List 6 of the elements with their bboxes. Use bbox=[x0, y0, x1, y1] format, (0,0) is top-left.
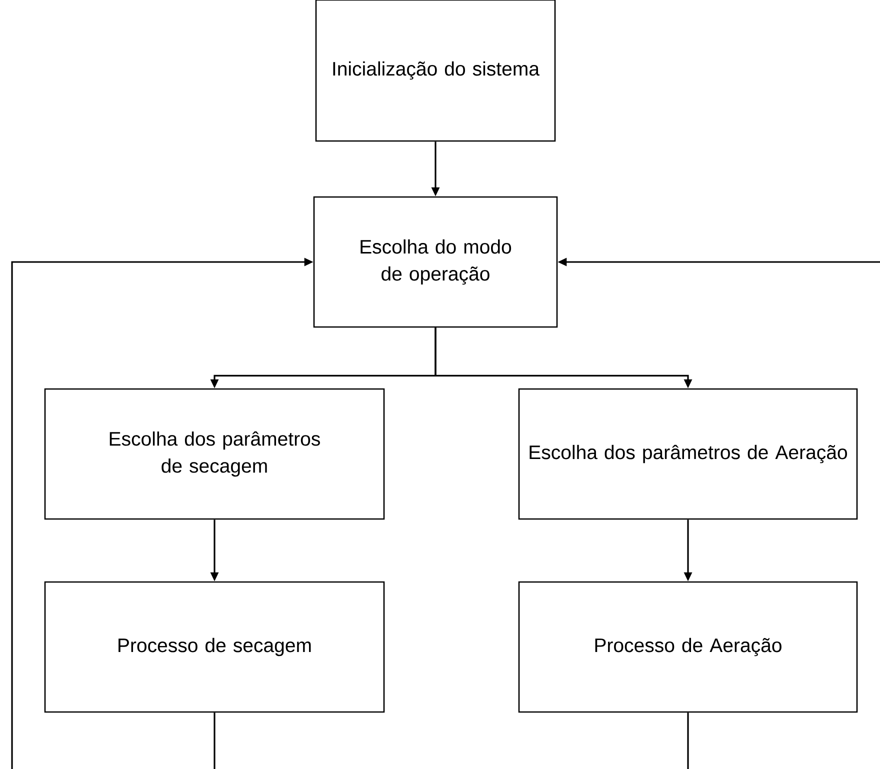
process-box: Processo de Aeração bbox=[518, 581, 858, 713]
process-box: Inicialização do sistema bbox=[315, 0, 556, 142]
process-box: Processo de secagem bbox=[44, 581, 385, 713]
process-box: Escolha do modo de operação bbox=[313, 196, 558, 328]
process-box: Escolha dos parâmetros de secagem bbox=[44, 388, 385, 520]
process-box: Escolha dos parâmetros de Aeração bbox=[518, 388, 858, 520]
